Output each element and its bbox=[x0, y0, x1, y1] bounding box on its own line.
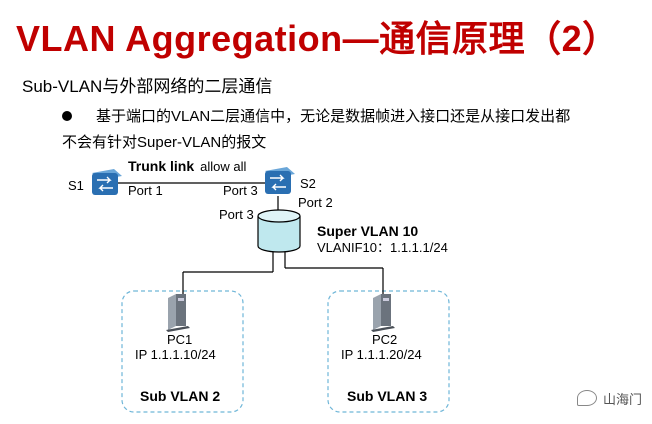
super-vlan-label: Super VLAN 10 bbox=[317, 223, 418, 239]
pc1-ip-label: IP 1.1.1.10/24 bbox=[135, 347, 216, 362]
pc1-computer-icon bbox=[166, 294, 190, 332]
chat-bubble-icon bbox=[576, 390, 597, 406]
sub-vlan-3-label: Sub VLAN 3 bbox=[347, 388, 427, 404]
bullet-text-line1: 基于端口的VLAN二层通信中，无论是数据帧进入接口还是从接口发出都 bbox=[96, 108, 571, 125]
pc2-label: PC2 bbox=[372, 332, 397, 347]
watermark-text: 山海门 bbox=[602, 392, 642, 407]
s1-switch-icon bbox=[92, 169, 122, 195]
vlanif-label: VLANIF10：1.1.1.1/24 bbox=[317, 240, 448, 255]
pc2-computer-icon bbox=[371, 294, 395, 332]
section-subtitle: Sub-VLAN与外部网络的二层通信 bbox=[22, 77, 273, 96]
s2-port-left-label: Port 3 bbox=[223, 183, 258, 198]
sub-vlan-3-box bbox=[327, 290, 450, 413]
pc1-label: PC1 bbox=[167, 332, 192, 347]
s1-label: S1 bbox=[68, 178, 84, 193]
s2-switch-icon bbox=[265, 167, 295, 194]
bullet-text-line2: 不会有针对Super-VLAN的报文 bbox=[62, 134, 267, 151]
sub-vlan-2-label: Sub VLAN 2 bbox=[140, 388, 220, 404]
super-vlan-cylinder-icon bbox=[257, 209, 301, 253]
sub-vlan-2-box bbox=[121, 290, 244, 413]
page-title: VLAN Aggregation—通信原理（2） bbox=[16, 18, 619, 59]
s2-port-down-label: Port 3 bbox=[219, 207, 254, 222]
pc2-ip-label: IP 1.1.1.20/24 bbox=[341, 347, 422, 362]
watermark: 山海门 bbox=[576, 389, 642, 408]
s2-label: S2 bbox=[300, 176, 316, 191]
bullet-dot-icon bbox=[62, 111, 72, 121]
s2-port-right-label: Port 2 bbox=[298, 195, 333, 210]
s1-port-label: Port 1 bbox=[128, 183, 163, 198]
